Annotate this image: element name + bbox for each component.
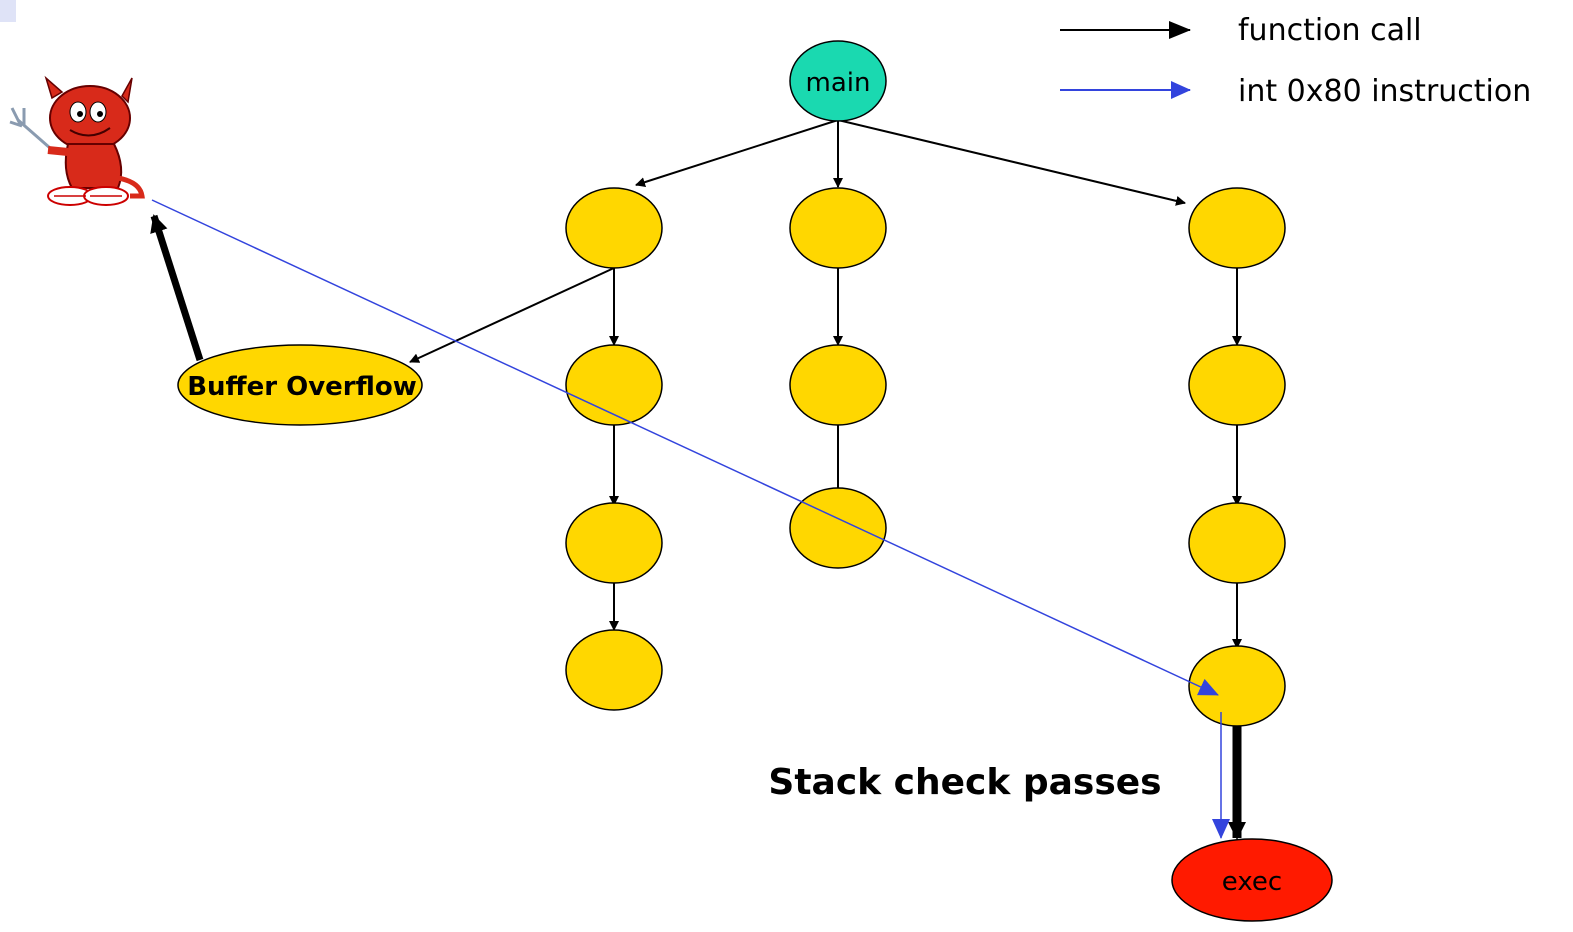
right-node-3: [1188, 502, 1286, 584]
main-node: [789, 40, 887, 122]
legend-int80-label: int 0x80 instruction: [1238, 74, 1531, 109]
call-edges: [409, 119, 1242, 649]
corner-accent: [0, 0, 16, 22]
left-node-4: [565, 629, 663, 711]
main-node-label: main: [806, 68, 871, 98]
int80-edges: [151, 199, 1230, 839]
buffer-overflow-node: [177, 344, 423, 426]
overflow-to-daemon-arrow: [150, 214, 204, 362]
exec-node-label: exec: [1222, 867, 1282, 897]
edge-daemon-to-right4: [151, 199, 1219, 696]
edge-left1-to-overflow: [409, 267, 615, 363]
legend: function call int 0x80 instruction: [1060, 13, 1531, 109]
edge-main-to-right: [837, 119, 1186, 206]
middle-node-3: [789, 487, 887, 569]
left-node-1: [565, 187, 663, 269]
edge-main-to-left: [635, 119, 839, 188]
buffer-overflow-label: Buffer Overflow: [187, 372, 417, 402]
middle-node-1: [789, 187, 887, 269]
middle-node-2: [789, 344, 887, 426]
nodes: [177, 40, 1333, 922]
left-node-2: [565, 344, 663, 426]
right-node-4: [1188, 645, 1286, 727]
left-node-3: [565, 502, 663, 584]
daemon-icon: [9, 75, 145, 206]
legend-function-call-label: function call: [1238, 13, 1422, 48]
right-node-2: [1188, 344, 1286, 426]
stack-check-annotation: Stack check passes: [768, 762, 1161, 803]
right-node-1: [1188, 187, 1286, 269]
exec-node: [1171, 838, 1333, 922]
